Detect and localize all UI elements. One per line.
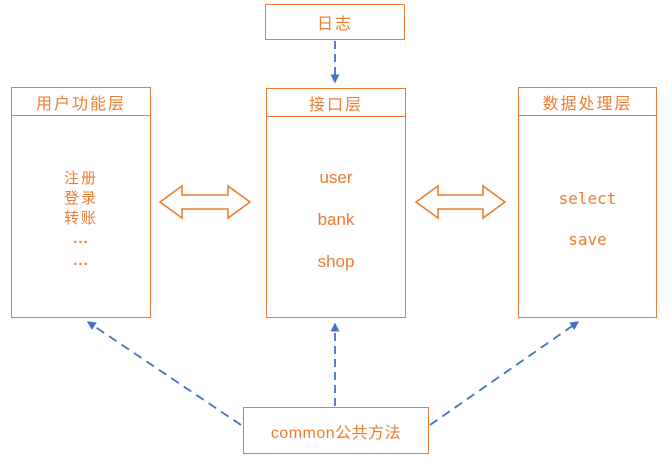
node-user-function-layer-title: 用户功能层 (12, 88, 150, 116)
node-user-function-layer-items: 注册 登录 转账 ... ... (12, 116, 150, 272)
list-item: shop (317, 252, 355, 271)
ellipsis-item: ... (73, 230, 89, 247)
node-interface-layer-title: 接口层 (267, 89, 405, 117)
list-item: 登录 (63, 189, 98, 207)
node-log-title: 日志 (316, 14, 353, 33)
interface-datalayer-double-arrow-icon (414, 184, 507, 220)
ellipsis-item: ... (73, 252, 89, 269)
common-to-datalayer-dashed-arrow (429, 321, 580, 426)
list-item: 转账 (63, 209, 98, 227)
common-to-userlayer-dashed-arrow (86, 321, 242, 426)
node-common-methods: common公共方法 (243, 407, 429, 454)
node-interface-layer-items: user bank shop (267, 117, 405, 283)
list-item: select (558, 189, 617, 208)
list-item: 注册 (63, 169, 98, 187)
list-item: save (568, 230, 607, 249)
list-item: bank (317, 210, 355, 229)
node-log: 日志 (265, 4, 405, 40)
node-data-processing-layer: 数据处理层 select save (518, 87, 657, 318)
node-interface-layer: 接口层 user bank shop (266, 88, 406, 318)
node-common-methods-title: common公共方法 (270, 424, 402, 442)
node-user-function-layer: 用户功能层 注册 登录 转账 ... ... (11, 87, 151, 318)
node-data-processing-layer-items: select save (519, 116, 656, 260)
node-data-processing-layer-title: 数据处理层 (519, 88, 656, 116)
userlayer-interface-double-arrow-icon (158, 184, 252, 220)
list-item: user (319, 168, 353, 187)
